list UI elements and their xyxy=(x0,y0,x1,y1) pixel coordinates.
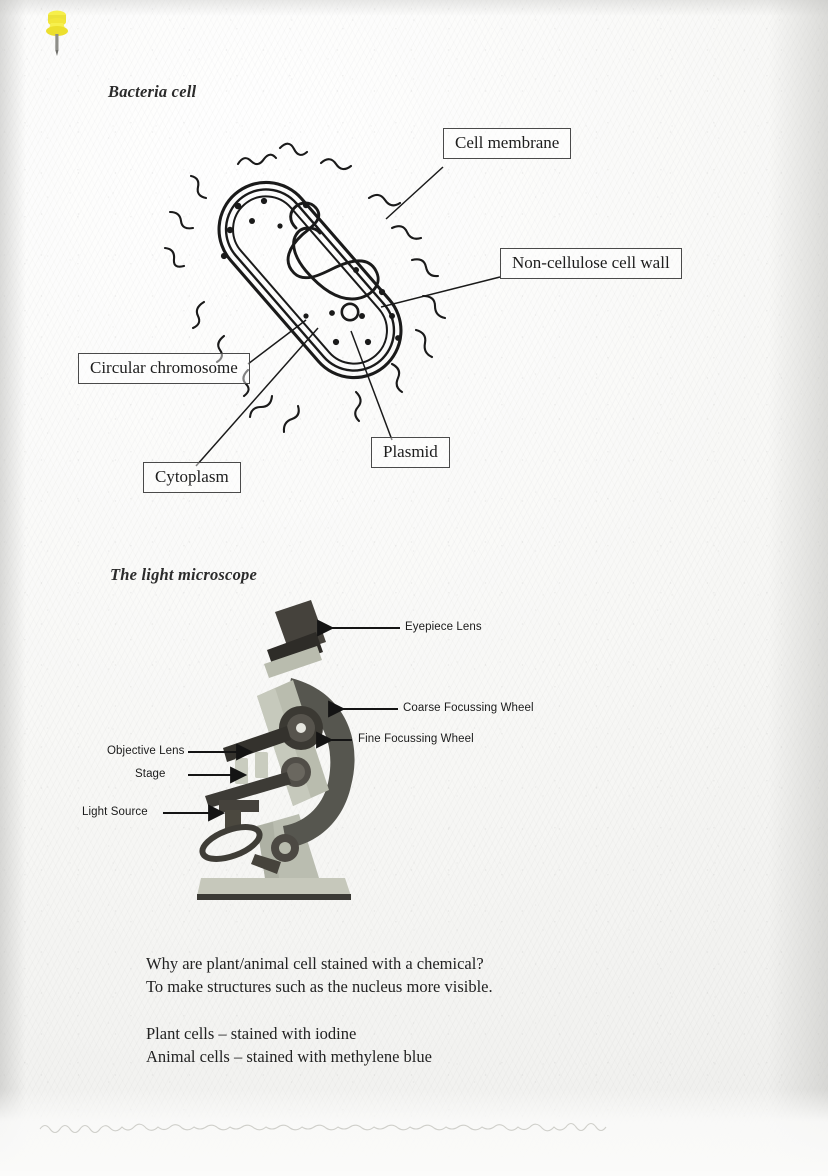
bacteria-cell-drawing xyxy=(120,120,540,445)
leader-plasmid xyxy=(350,330,393,441)
microscope-illustration xyxy=(195,600,385,935)
microscope-label-objective-lens: Objective Lens xyxy=(107,745,185,757)
circular-chromosome-shape xyxy=(286,201,380,301)
stand-knob xyxy=(271,834,299,862)
label-non-cellulose-cell-wall: Non-cellulose cell wall xyxy=(500,248,682,279)
microscope-label-stage: Stage xyxy=(135,768,166,780)
microscope-arm xyxy=(283,678,355,848)
leader-cytoplasm xyxy=(195,327,319,467)
cell-envelope xyxy=(217,180,403,380)
label-circular-chromosome: Circular chromosome xyxy=(78,353,250,384)
plasmid-shape xyxy=(340,302,360,322)
microscope-label-fine-wheel: Fine Focussing Wheel xyxy=(358,733,474,745)
torn-edge-line xyxy=(39,1122,607,1134)
notes-stain-types: Plant cells – stained with iodine Animal… xyxy=(146,1024,432,1066)
microscope-base xyxy=(197,878,351,900)
light-source-part xyxy=(199,824,281,874)
ribosome-dots xyxy=(220,197,401,346)
label-plasmid: Plasmid xyxy=(371,437,450,468)
label-cell-membrane: Cell membrane xyxy=(443,128,572,159)
bacteria-section-title: Bacteria cell xyxy=(108,82,197,101)
flagella-group xyxy=(163,142,447,434)
paper-top-shadow xyxy=(0,0,828,16)
leader-cell-membrane xyxy=(385,166,444,220)
leader-circular-chromosome xyxy=(247,319,307,365)
paper-left-shadow xyxy=(0,0,26,1171)
microscope-label-eyepiece: Eyepiece Lens xyxy=(405,621,482,633)
eyepiece-lens-part xyxy=(264,600,326,678)
notes-staining-question: Why are plant/animal cell stained with a… xyxy=(146,954,493,996)
push-pin xyxy=(34,6,80,63)
label-cytoplasm: Cytoplasm xyxy=(143,462,241,493)
paper-right-shadow xyxy=(768,0,828,1171)
paper-torn-bottom-edge xyxy=(0,1089,828,1171)
leader-cell-wall xyxy=(380,276,501,308)
microscope-label-coarse-wheel: Coarse Focussing Wheel xyxy=(403,702,534,714)
microscope-section-title: The light microscope xyxy=(110,565,257,584)
bacteria-leader-lines xyxy=(0,0,828,565)
microscope-label-light-source: Light Source xyxy=(82,806,148,818)
